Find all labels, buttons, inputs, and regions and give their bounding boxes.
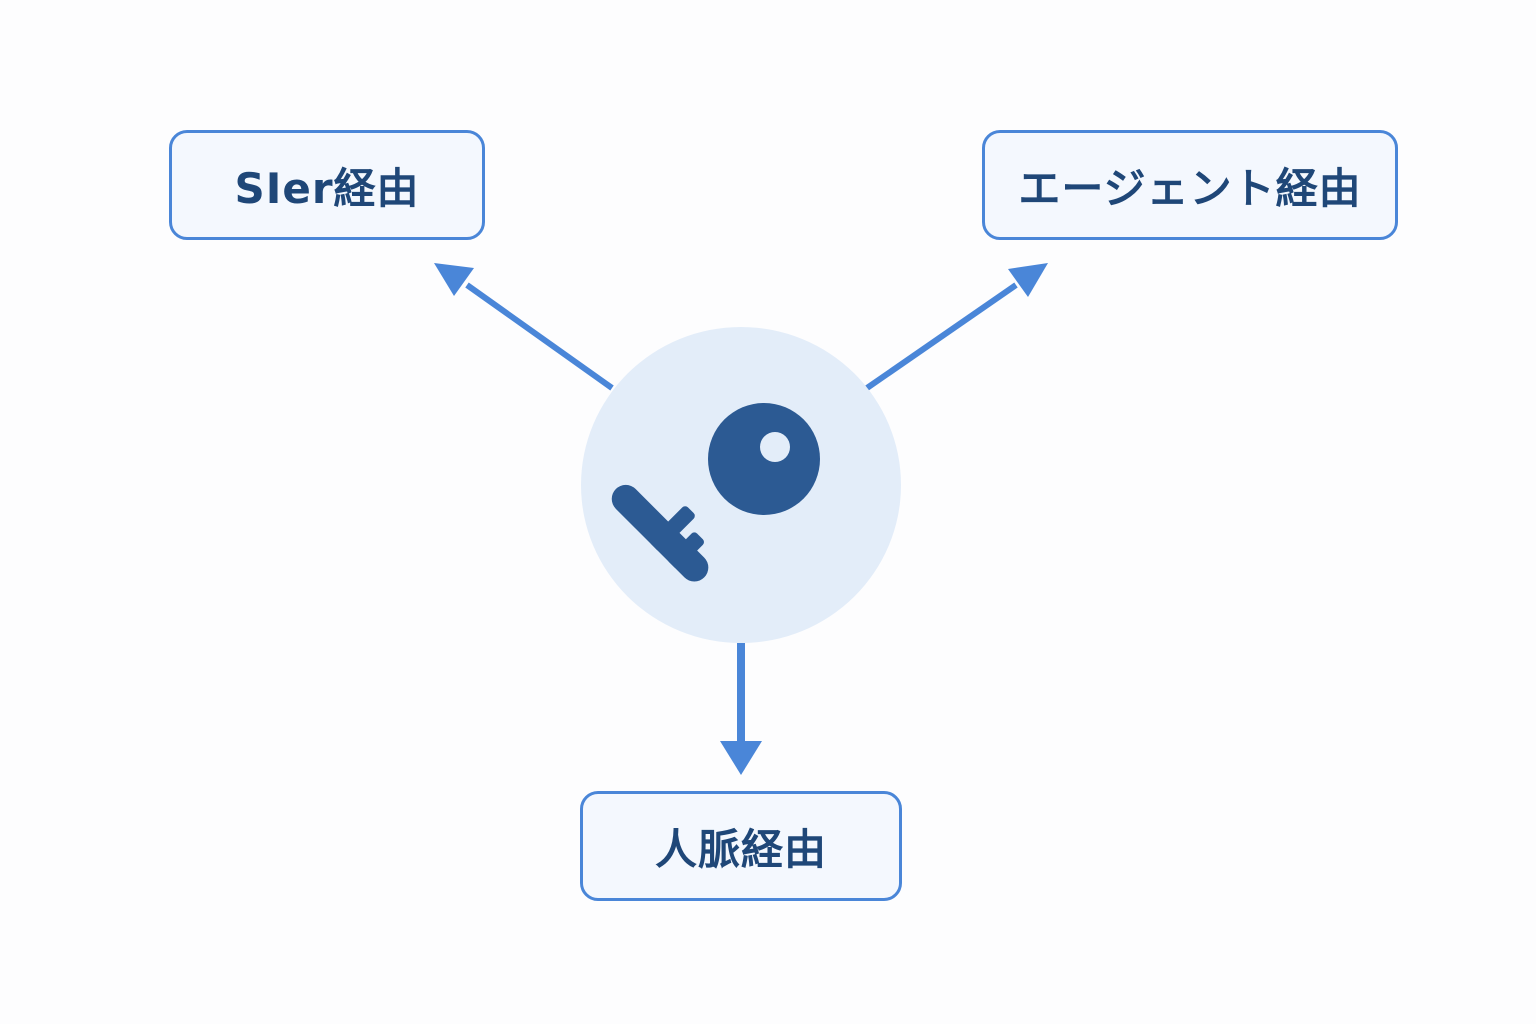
node-agent: エージェント経由 (982, 130, 1398, 240)
node-network: 人脈経由 (580, 791, 902, 901)
node-network-label: 人脈経由 (654, 824, 827, 874)
arrow-to-network (720, 643, 762, 775)
node-sier-label: SIer経由 (234, 163, 420, 213)
key-hub (581, 327, 901, 643)
arrow-to-agent (865, 263, 1048, 391)
key-icon (611, 403, 820, 582)
node-agent-label: エージェント経由 (1018, 163, 1362, 213)
node-sier: SIer経由 (169, 130, 485, 240)
arrow-to-sier (434, 263, 614, 391)
